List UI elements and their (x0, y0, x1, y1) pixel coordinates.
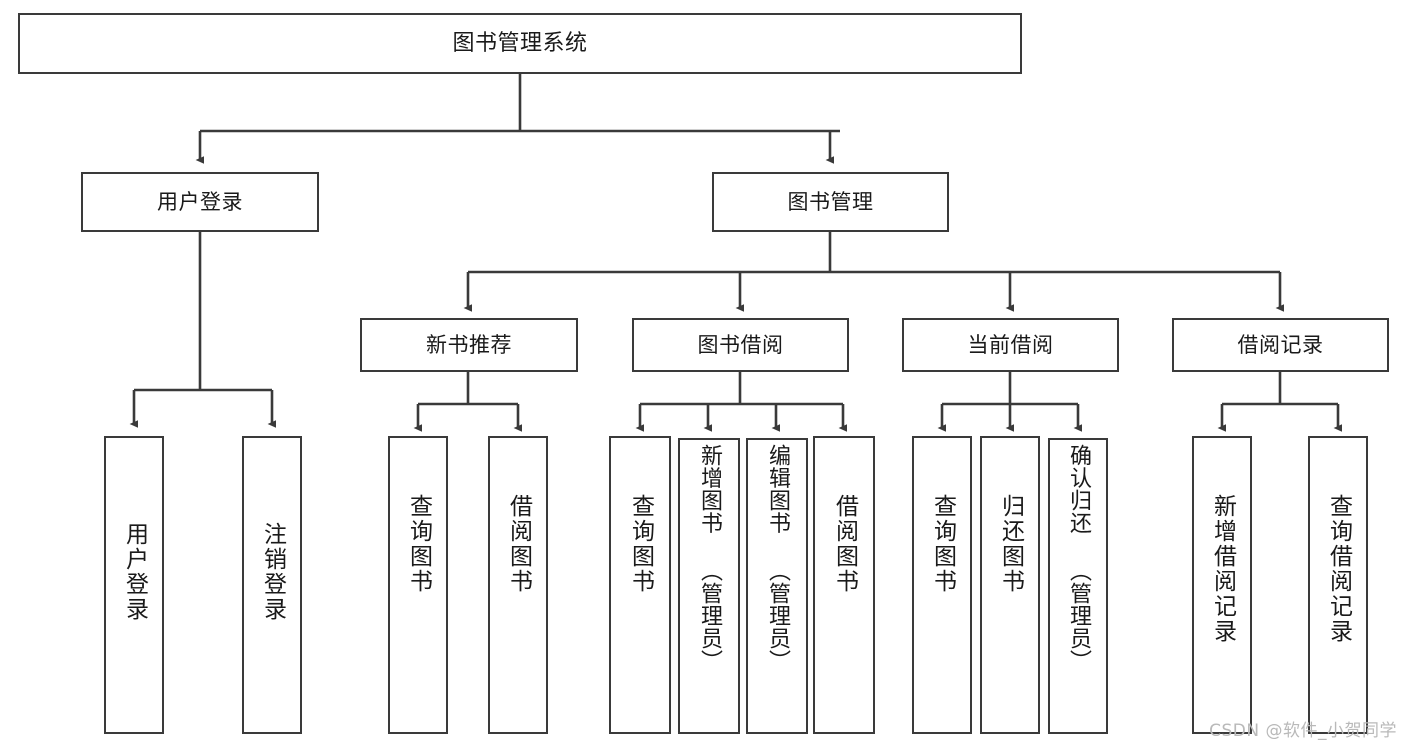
leaf-borrow-book-2[interactable]: 借阅图书 (813, 436, 875, 734)
node-root-system[interactable]: 图书管理系统 (18, 13, 1022, 74)
leaf-add-borrow-record[interactable]: 新增借阅记录 (1192, 436, 1252, 734)
node-label: 借阅记录 (1237, 332, 1324, 357)
node-label: 图书管理 (787, 189, 874, 214)
node-label: 新增图书 （管理员） (697, 444, 722, 672)
leaf-borrow-book-1[interactable]: 借阅图书 (488, 436, 548, 734)
node-label: 查询图书 (627, 494, 654, 594)
node-label: 借阅图书 (831, 494, 858, 594)
node-new-book-recommendation[interactable]: 新书推荐 (360, 318, 578, 372)
node-label: 编辑图书 （管理员） (765, 444, 790, 672)
node-book-borrow[interactable]: 图书借阅 (632, 318, 849, 372)
node-book-manage[interactable]: 图书管理 (712, 172, 949, 232)
node-label: 图书借阅 (697, 332, 784, 357)
node-label: 新增借阅记录 (1209, 494, 1236, 644)
leaf-edit-book-admin[interactable]: 编辑图书 （管理员） (746, 438, 808, 734)
leaf-logout[interactable]: 注销登录 (242, 436, 302, 734)
node-label: 归还图书 (997, 494, 1024, 594)
leaf-query-borrow-record[interactable]: 查询借阅记录 (1308, 436, 1368, 734)
leaf-user-login[interactable]: 用户登录 (104, 436, 164, 734)
node-label: 图书管理系统 (452, 30, 588, 56)
leaf-query-book-1[interactable]: 查询图书 (388, 436, 448, 734)
node-label: 新书推荐 (426, 332, 512, 357)
node-label: 用户登录 (121, 522, 148, 622)
node-borrow-record[interactable]: 借阅记录 (1172, 318, 1389, 372)
node-label: 借阅图书 (505, 494, 532, 594)
node-current-borrow[interactable]: 当前借阅 (902, 318, 1119, 372)
leaf-return-book[interactable]: 归还图书 (980, 436, 1040, 734)
node-label: 用户登录 (157, 189, 243, 214)
csdn-watermark: CSDN @软件_小贺同学 (1209, 721, 1397, 741)
node-label: 查询借阅记录 (1325, 494, 1352, 644)
node-label: 确认归还 （管理员） (1066, 444, 1091, 672)
node-label: 查询图书 (929, 494, 956, 594)
leaf-query-book-2[interactable]: 查询图书 (609, 436, 671, 734)
node-label: 当前借阅 (967, 332, 1054, 357)
leaf-query-book-3[interactable]: 查询图书 (912, 436, 972, 734)
node-user-login[interactable]: 用户登录 (81, 172, 319, 232)
leaf-add-book-admin[interactable]: 新增图书 （管理员） (678, 438, 740, 734)
node-label: 注销登录 (259, 522, 286, 622)
leaf-confirm-return-admin[interactable]: 确认归还 （管理员） (1048, 438, 1108, 734)
node-label: 查询图书 (405, 494, 432, 594)
